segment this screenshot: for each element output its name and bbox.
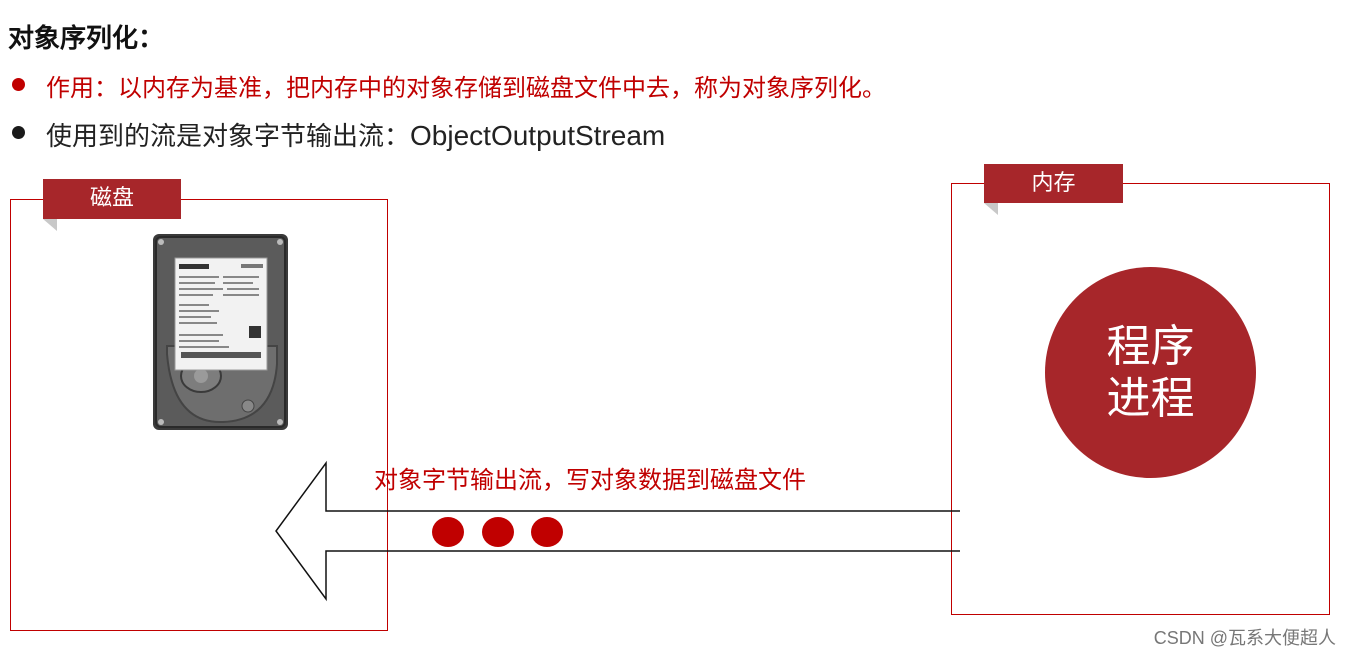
arrow-label: 对象字节输出流，写对象数据到磁盘文件 [374, 466, 806, 494]
black-bullet-icon [12, 126, 25, 139]
watermark: CSDN @瓦系大便超人 [1153, 628, 1336, 648]
circle-line2: 进程 [1106, 372, 1195, 424]
data-dot [482, 517, 514, 547]
section-title: 对象序列化： [8, 24, 165, 54]
program-process-circle: 程序进程 [1045, 267, 1256, 478]
bullet-stream-class: ObjectOutputStream [410, 120, 666, 151]
bullet-stream-cn: 使用到的流是对象字节输出流： [46, 122, 411, 152]
bullet-purpose: 作用：以内存为基准，把内存中的对象存储到磁盘文件中去，称为对象序列化。 [46, 74, 886, 102]
tag-fold-icon [43, 219, 57, 231]
disk-tag: 磁盘 [43, 179, 181, 219]
left-arrow-icon [275, 460, 960, 602]
bullet-stream: 使用到的流是对象字节输出流：ObjectOutputStream [46, 116, 665, 153]
data-dot [531, 517, 563, 547]
red-bullet-icon [12, 78, 25, 91]
circle-line1: 程序 [1106, 320, 1195, 372]
hard-disk-drive-icon [153, 234, 288, 430]
data-dot [432, 517, 464, 547]
tag-fold-icon [984, 203, 998, 215]
memory-tag: 内存 [984, 164, 1123, 203]
